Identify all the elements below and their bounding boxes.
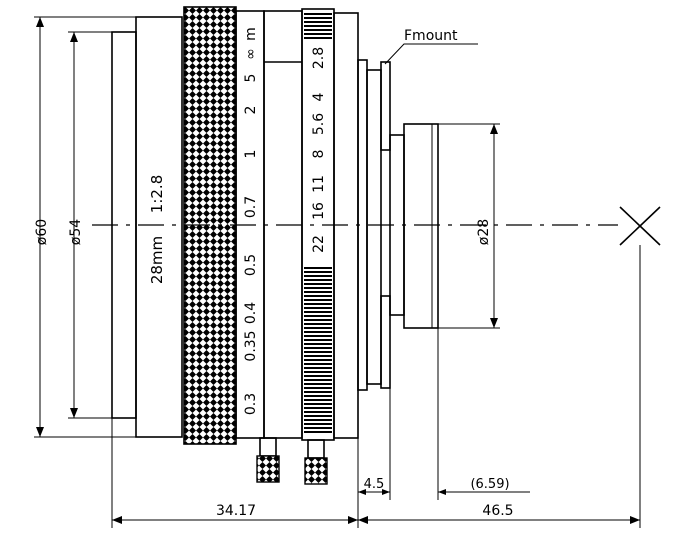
focal-length-label: 28mm	[148, 236, 166, 284]
aperture-scale-mark: 2.8	[311, 47, 327, 69]
flange-distance-label: 46.5	[482, 503, 513, 519]
aperture-scale-mark: 5.6	[311, 113, 327, 135]
aperture-scale-mark: 8	[311, 150, 327, 159]
aperture-scale-mark: 11	[311, 175, 327, 193]
focus-scale-mark: 0.5	[243, 254, 259, 276]
focus-scale-mark: ∞	[243, 48, 259, 60]
focus-scale-mark: 0.3	[243, 393, 259, 415]
outer-diameter-label: ø60	[34, 219, 50, 245]
mount-bayonet-top	[380, 61, 391, 151]
thread-offset-label: 4.5	[364, 477, 385, 492]
focus-scale-mark: 0.35	[243, 330, 259, 361]
rear-element	[403, 123, 439, 329]
focus-scale-mark: 0.4	[243, 302, 259, 324]
focus-scale-mark: 2	[243, 106, 259, 115]
mount-label: Fmount	[404, 28, 458, 44]
back-protrusion-label: (6.59)	[470, 477, 509, 492]
aperture-scale-mark: 22	[311, 235, 327, 253]
focal-plane-mark	[619, 206, 661, 246]
mount-diameter-label: ø28	[476, 219, 492, 245]
focus-scale-mark: m	[243, 27, 259, 41]
lock-screw-focus[interactable]	[256, 437, 280, 483]
focus-scale-mark: 5	[243, 74, 259, 83]
lens-length-label: 34.17	[216, 503, 256, 519]
aperture-label: 1:2.8	[148, 175, 166, 213]
front-body	[135, 16, 183, 438]
inner-diameter-label: ø54	[68, 219, 84, 245]
aperture-ring-ridges	[304, 13, 332, 433]
focus-scale: 0.3 0.35 0.4 0.5 0.7 1 2 5 ∞ m	[243, 27, 259, 415]
focus-scale-mark: 1	[243, 150, 259, 159]
aperture-scale-mark: 16	[311, 202, 327, 220]
aperture-scale-mark: 4	[311, 92, 327, 101]
mount-bayonet-bottom	[380, 295, 391, 389]
aperture-scale: 2.8 4 5.6 8 11 16 22	[311, 47, 327, 253]
dimension-lines	[34, 16, 641, 528]
dimension-arrows	[36, 17, 640, 524]
focus-scale-mark: 0.7	[243, 196, 259, 218]
mount-flange	[366, 69, 382, 385]
lock-screw-aperture[interactable]	[304, 439, 328, 485]
